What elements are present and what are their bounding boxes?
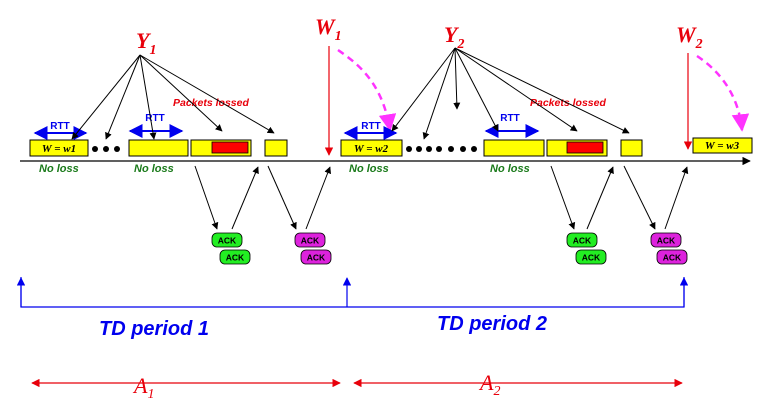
no-loss-label-1a: No loss bbox=[39, 163, 79, 175]
window-w1-label: W = w1 bbox=[42, 143, 76, 155]
rtt-label-2b: RTT bbox=[500, 113, 519, 124]
w1-to-window-arrow bbox=[337, 48, 397, 132]
svg-text:ACK: ACK bbox=[307, 253, 326, 263]
rtt-label-2a: RTT bbox=[361, 121, 380, 132]
svg-text:ACK: ACK bbox=[301, 236, 320, 246]
ack-green-2b: ACK bbox=[575, 249, 607, 265]
ack-magenta-1b: ACK bbox=[300, 249, 332, 265]
svg-text:ACK: ACK bbox=[657, 236, 676, 246]
window-w3-label: W = w3 bbox=[705, 140, 740, 152]
w2-label: W2 bbox=[676, 22, 703, 52]
lost-packets-1 bbox=[211, 141, 249, 154]
packet-window-w2 bbox=[340, 139, 403, 157]
td-period-1-label: TD period 1 bbox=[99, 318, 209, 340]
packet-window-w1 bbox=[29, 139, 89, 157]
w2-to-window-arrow bbox=[696, 54, 750, 132]
svg-text:ACK: ACK bbox=[218, 236, 237, 246]
rtt-label-1a: RTT bbox=[50, 121, 69, 132]
td-period-bracket bbox=[16, 277, 689, 308]
y1-arrows bbox=[71, 54, 275, 140]
packet-last-2 bbox=[620, 139, 643, 157]
ack-magenta-1a: ACK bbox=[294, 232, 326, 248]
y2-arrows bbox=[391, 47, 630, 140]
no-loss-label-2a: No loss bbox=[349, 163, 389, 175]
y2-label: Y2 bbox=[444, 22, 464, 52]
svg-text:ACK: ACK bbox=[573, 236, 592, 246]
a1-label: A1 bbox=[132, 373, 154, 402]
svg-text:ACK: ACK bbox=[663, 253, 682, 263]
no-loss-label-2b: No loss bbox=[490, 163, 530, 175]
ack-magenta-2a: ACK bbox=[650, 232, 682, 248]
td-period-2-label: TD period 2 bbox=[437, 313, 547, 335]
packet-window-w3 bbox=[692, 137, 753, 154]
packet-round-rtt-1 bbox=[128, 139, 189, 157]
ack-flow-arrows-2 bbox=[550, 165, 689, 230]
y1-label: Y1 bbox=[136, 28, 156, 58]
no-loss-label-1b: No loss bbox=[134, 163, 174, 175]
packet-round-rtt-2 bbox=[483, 139, 545, 157]
ellipsis-dots-1 bbox=[92, 146, 120, 152]
ack-green-1b: ACK bbox=[219, 249, 251, 265]
ack-green-1a: ACK bbox=[211, 232, 243, 248]
lost-packets-2 bbox=[566, 141, 604, 154]
ack-flow-arrows-1 bbox=[194, 165, 331, 230]
w1-label: W1 bbox=[315, 14, 342, 44]
packets-lossed-label-1: Packets lossed bbox=[173, 97, 249, 109]
rtt-label-1b: RTT bbox=[145, 113, 164, 124]
svg-text:ACK: ACK bbox=[226, 253, 245, 263]
a2-label: A2 bbox=[478, 370, 500, 399]
ack-magenta-2b: ACK bbox=[656, 249, 688, 265]
packet-last-1 bbox=[264, 139, 288, 157]
svg-text:ACK: ACK bbox=[582, 253, 601, 263]
window-w2-label: W = w2 bbox=[354, 143, 389, 155]
ellipsis-dots-2 bbox=[406, 146, 477, 152]
ack-green-2a: ACK bbox=[566, 232, 598, 248]
